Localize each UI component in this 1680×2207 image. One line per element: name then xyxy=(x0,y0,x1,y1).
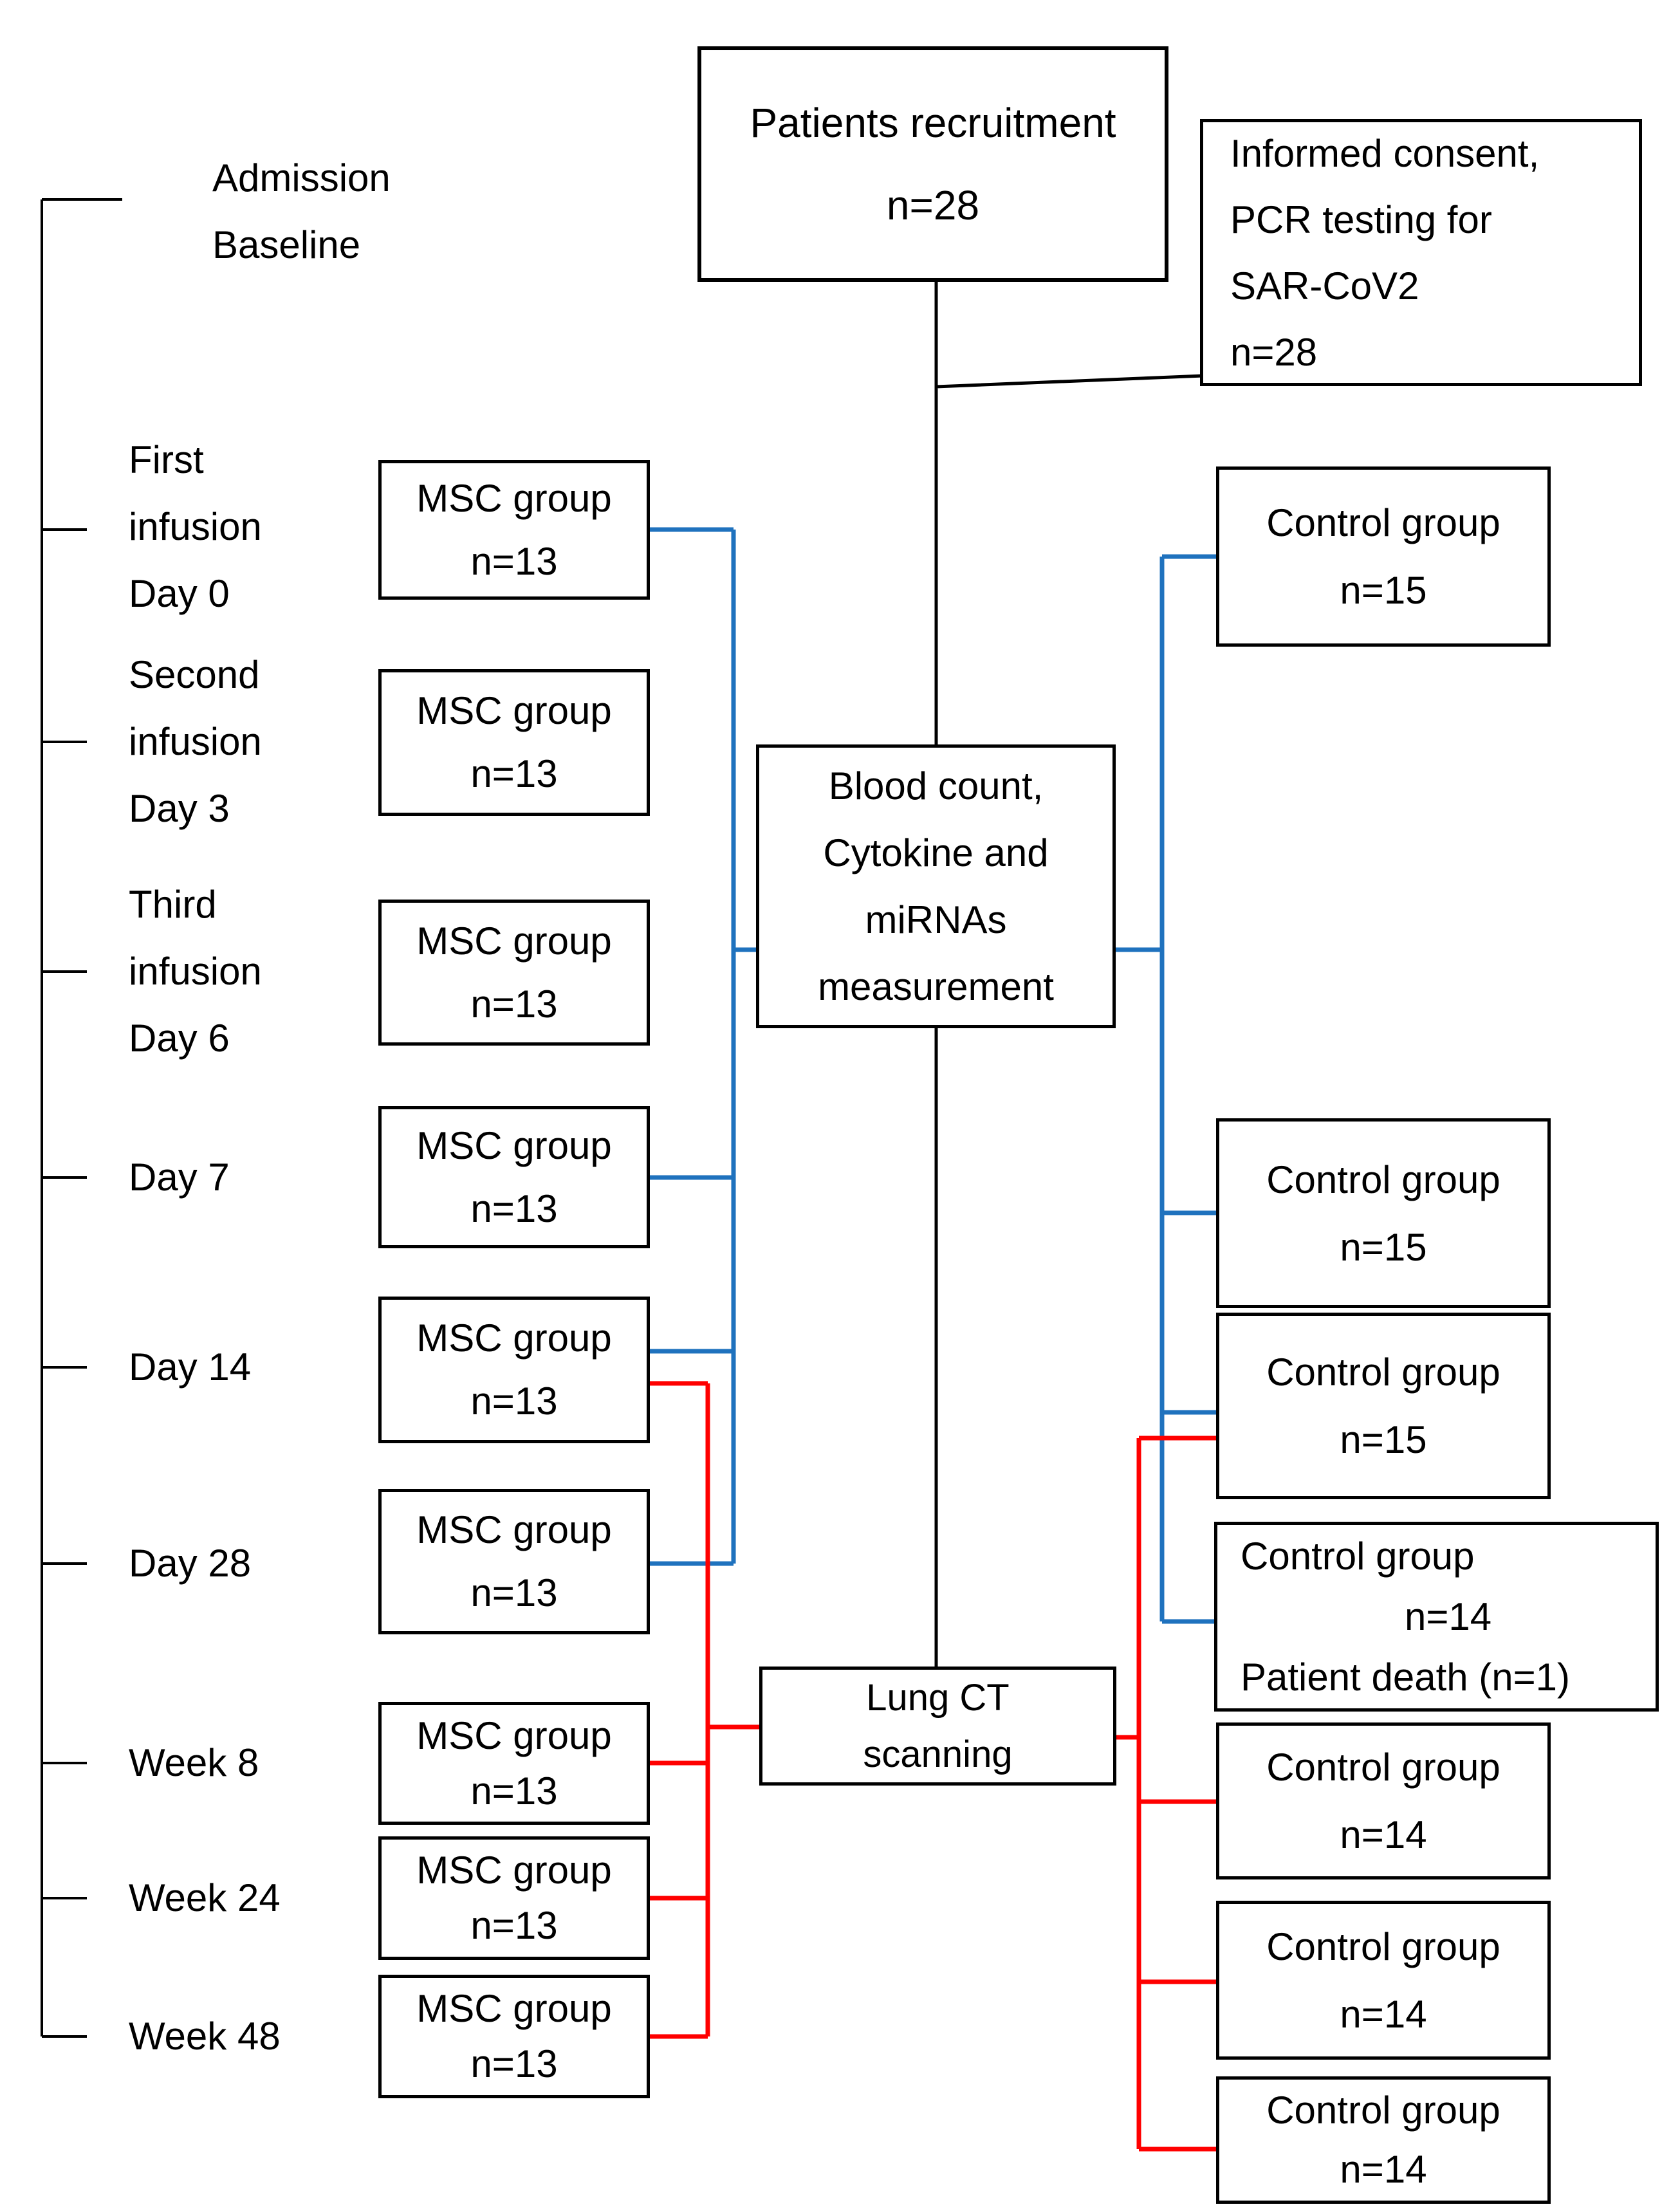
control-box-week-8: Control group n=14 xyxy=(1216,1722,1551,1879)
blood-sampling-connector-lines xyxy=(650,527,1216,1624)
timeline-label-week-24: Week 24 xyxy=(129,1876,281,1919)
patients-recruitment-box: Patients recruitment n=28 xyxy=(697,46,1168,282)
msc-box-day-3: MSC group n=13 xyxy=(378,669,650,816)
ct-followup-connector-lines xyxy=(650,1381,1216,2152)
msc-box-day-14: MSC group n=13 xyxy=(378,1297,650,1443)
center-connector-lines xyxy=(934,282,1204,1667)
timeline-label-first-infusion-day-0: First infusion Day 0 xyxy=(129,438,262,615)
blood-measurement-box: Blood count, Cytokine and miRNAs measure… xyxy=(756,744,1116,1028)
informed-consent-pcr-box: Informed consent, PCR testing for SAR-Co… xyxy=(1200,119,1642,386)
control-box-week-48: Control group n=14 xyxy=(1216,2076,1551,2204)
msc-box-day-6: MSC group n=13 xyxy=(378,900,650,1046)
timeline-label-admission: Admission Baseline xyxy=(212,156,391,266)
timeline-label-third-infusion-day-6: Third infusion Day 6 xyxy=(129,883,262,1060)
msc-box-week-48: MSC group n=13 xyxy=(378,1975,650,2098)
control-box-week-24: Control group n=14 xyxy=(1216,1901,1551,2060)
timeline-label-day-28: Day 28 xyxy=(129,1542,252,1585)
lung-ct-scanning-box: Lung CT scanning xyxy=(759,1667,1116,1786)
timeline-label-second-infusion-day-3: Second infusion Day 3 xyxy=(129,653,262,830)
timeline-axis xyxy=(41,198,122,2038)
timeline-label-week-48: Week 48 xyxy=(129,2015,281,2058)
msc-box-day-7: MSC group n=13 xyxy=(378,1106,650,1248)
control-box-day-28-patient-death: Control group n=14 Patient death (n=1) xyxy=(1214,1522,1659,1712)
timeline-label-day-14: Day 14 xyxy=(129,1345,252,1389)
msc-box-day-28: MSC group n=13 xyxy=(378,1489,650,1634)
msc-box-week-24: MSC group n=13 xyxy=(378,1836,650,1960)
timeline-label-day-7: Day 7 xyxy=(129,1156,230,1199)
msc-box-week-8: MSC group n=13 xyxy=(378,1702,650,1825)
control-box-day-14: Control group n=15 xyxy=(1216,1313,1551,1499)
timeline-label-week-8: Week 8 xyxy=(129,1741,259,1784)
control-box-day-7: Control group n=15 xyxy=(1216,1118,1551,1308)
msc-box-day-0: MSC group n=13 xyxy=(378,460,650,600)
control-box-day-0: Control group n=15 xyxy=(1216,466,1551,647)
